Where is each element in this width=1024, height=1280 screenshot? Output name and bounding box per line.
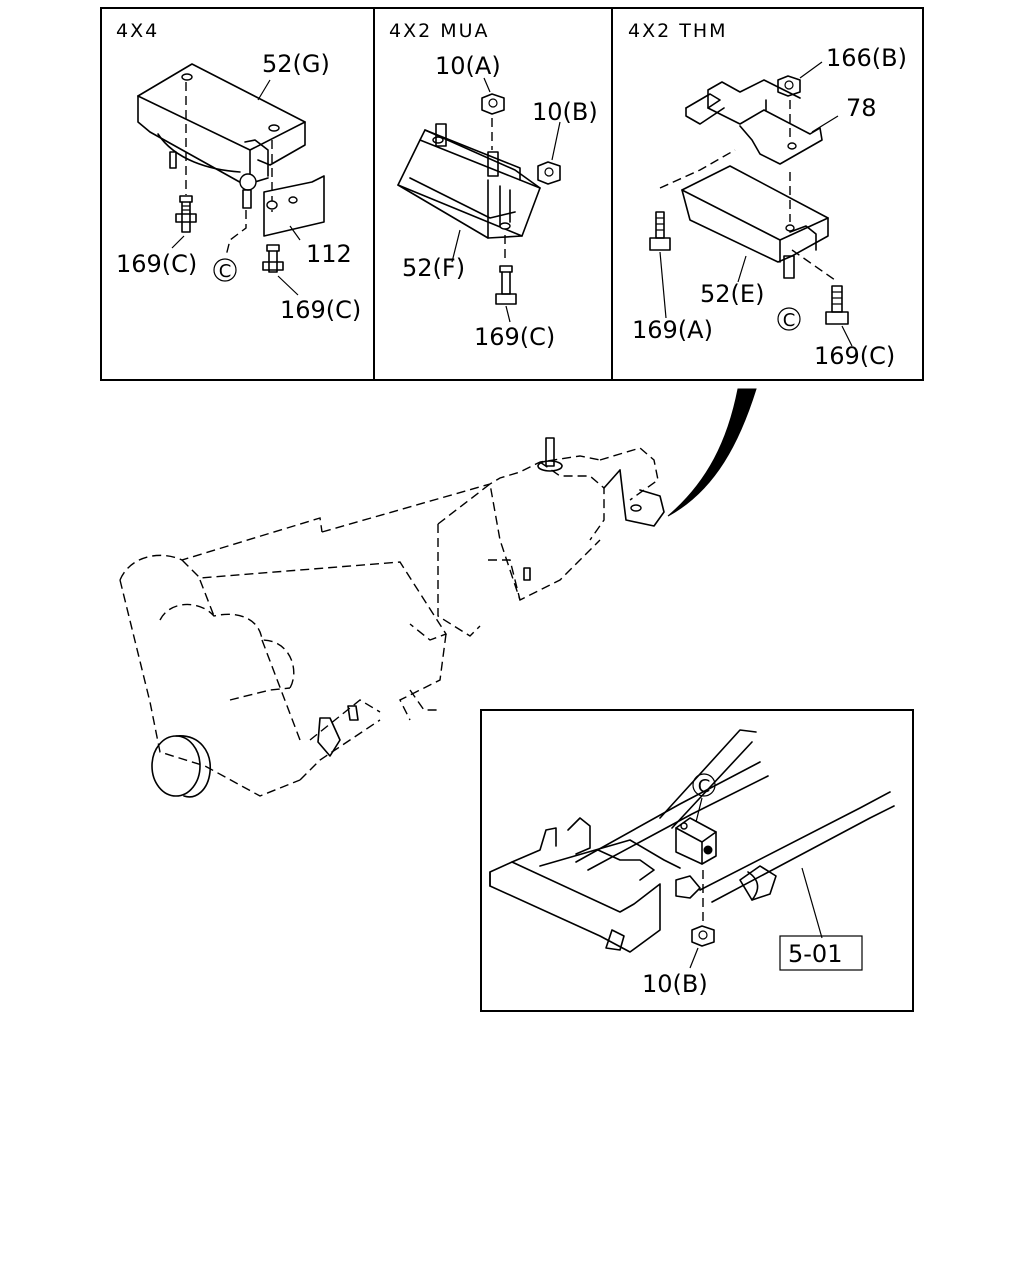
label-169c-left: 169(C) bbox=[116, 250, 197, 278]
label-169a: 169(A) bbox=[632, 316, 713, 344]
top-panels-frame bbox=[100, 7, 924, 381]
panel-4x2-thm: 4X2 THM bbox=[628, 20, 907, 370]
panel-4x2-mua: 4X2 MUA bbox=[389, 20, 598, 351]
bolt-169a-drawing bbox=[649, 211, 671, 251]
panel-4x2-mua-title: 4X2 MUA bbox=[389, 20, 490, 42]
label-169c-mua: 169(C) bbox=[474, 323, 555, 351]
frame-rails-drawing bbox=[575, 729, 895, 903]
inset-nut-10b-drawing bbox=[691, 925, 715, 947]
nut-166b-drawing bbox=[777, 75, 801, 97]
bolt-169c-thm-drawing bbox=[825, 285, 849, 325]
nut-10a-drawing bbox=[481, 93, 505, 115]
frame-inset-panel: C 10(B) 5-01 bbox=[480, 709, 914, 1012]
bracket-78-drawing bbox=[685, 79, 823, 165]
mount-52e-drawing bbox=[681, 165, 829, 263]
bracket-112-drawing bbox=[263, 175, 325, 237]
label-10a: 10(A) bbox=[435, 52, 501, 80]
engine-transmission-drawing bbox=[119, 437, 665, 798]
ref-c-circle-p1: C bbox=[213, 258, 237, 282]
label-112: 112 bbox=[306, 240, 352, 268]
mount-52g-drawing bbox=[137, 63, 306, 191]
label-166b: 166(B) bbox=[826, 44, 907, 72]
page-ref-5-01[interactable]: 5-01 bbox=[779, 935, 863, 971]
label-52e: 52(E) bbox=[700, 280, 764, 308]
svg-text:C: C bbox=[698, 776, 711, 797]
page-ref-5-01-text: 5-01 bbox=[788, 940, 842, 968]
callout-arrow bbox=[667, 388, 757, 517]
panel-4x2-thm-title: 4X2 THM bbox=[628, 20, 728, 42]
bolt-169c-right-drawing bbox=[262, 244, 284, 273]
ref-c-circle-p3: C bbox=[777, 307, 801, 331]
pulley-drawing bbox=[151, 735, 211, 798]
svg-text:C: C bbox=[783, 310, 796, 331]
panel-4x4-title: 4X4 bbox=[116, 20, 159, 42]
label-10b-mua: 10(B) bbox=[532, 98, 598, 126]
panel-4x4: 4X4 bbox=[116, 20, 361, 324]
shift-lever-drawing bbox=[537, 437, 563, 472]
label-52g: 52(G) bbox=[262, 50, 330, 78]
ref-c-circle-inset: C bbox=[692, 773, 716, 797]
label-78: 78 bbox=[846, 94, 877, 122]
label-10b-inset: 10(B) bbox=[642, 970, 708, 998]
label-169c-right: 169(C) bbox=[280, 296, 361, 324]
label-169c-thm: 169(C) bbox=[814, 342, 895, 370]
nut-10b-drawing bbox=[537, 161, 561, 185]
rear-mount-drawing bbox=[603, 469, 665, 527]
crossmember-drawing bbox=[489, 817, 681, 953]
bolt-169c-left-drawing bbox=[175, 195, 197, 233]
label-52f: 52(F) bbox=[402, 254, 465, 282]
mount-52f-drawing bbox=[397, 129, 541, 239]
inset-mount-block-drawing bbox=[675, 817, 717, 865]
bolt-169c-mua-drawing bbox=[495, 265, 517, 305]
svg-text:C: C bbox=[219, 261, 232, 282]
